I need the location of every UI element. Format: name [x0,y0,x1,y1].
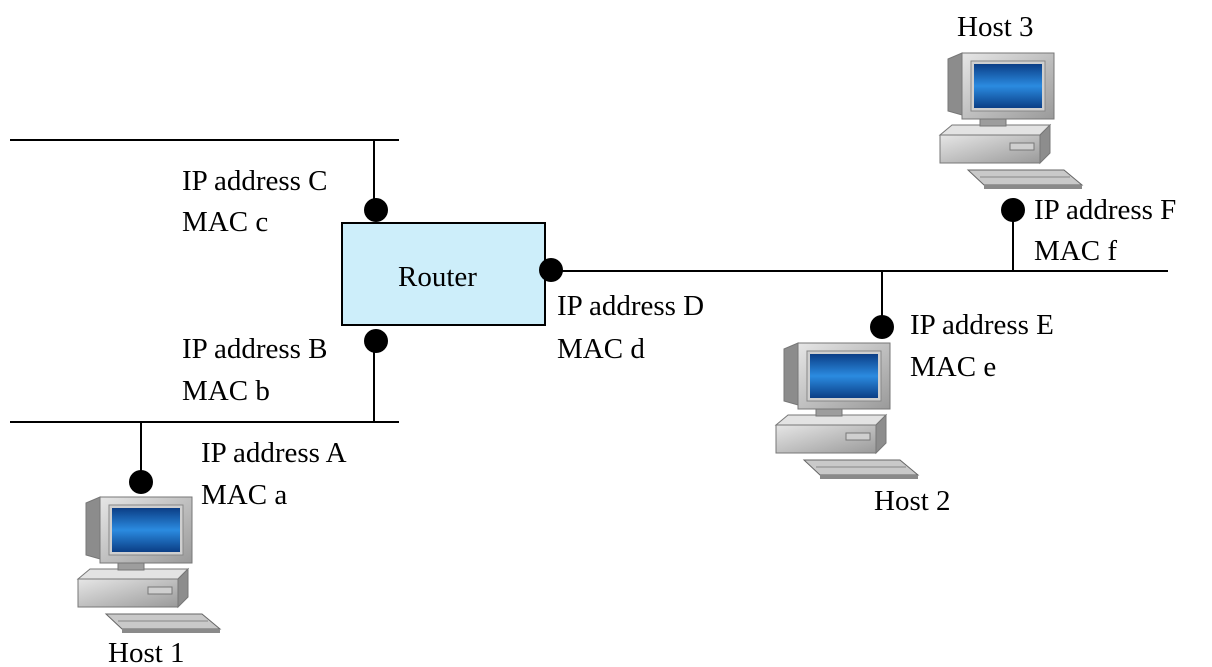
mac-a: MAC a [201,479,288,511]
host-2-label: Host 2 [874,485,951,517]
router-label: Router [398,261,477,293]
interface-dot-icon [129,470,153,494]
mac-d: MAC d [557,333,645,365]
interface-dot-icon [539,258,563,282]
host3-computer-icon [939,52,1083,190]
interface-dot-icon [364,198,388,222]
host1-computer-icon [77,496,221,634]
ip-address-c: IP address C [182,165,328,197]
ip-address-e: IP address E [910,309,1054,341]
ip-address-a: IP address A [201,437,347,469]
interface-dot-icon [364,329,388,353]
ip-address-b: IP address B [182,333,328,365]
interface-dot-icon [870,315,894,339]
mac-e: MAC e [910,351,997,383]
interface-dot-icon [1001,198,1025,222]
host-1-label: Host 1 [108,637,185,667]
mac-c: MAC c [182,206,269,238]
host2-computer-icon [775,342,919,480]
router-box [341,222,546,326]
mac-f: MAC f [1034,235,1117,267]
host-3-label: Host 3 [957,11,1034,43]
ip-address-d: IP address D [557,290,705,322]
mac-b: MAC b [182,375,270,407]
ip-address-f: IP address F [1034,194,1177,226]
